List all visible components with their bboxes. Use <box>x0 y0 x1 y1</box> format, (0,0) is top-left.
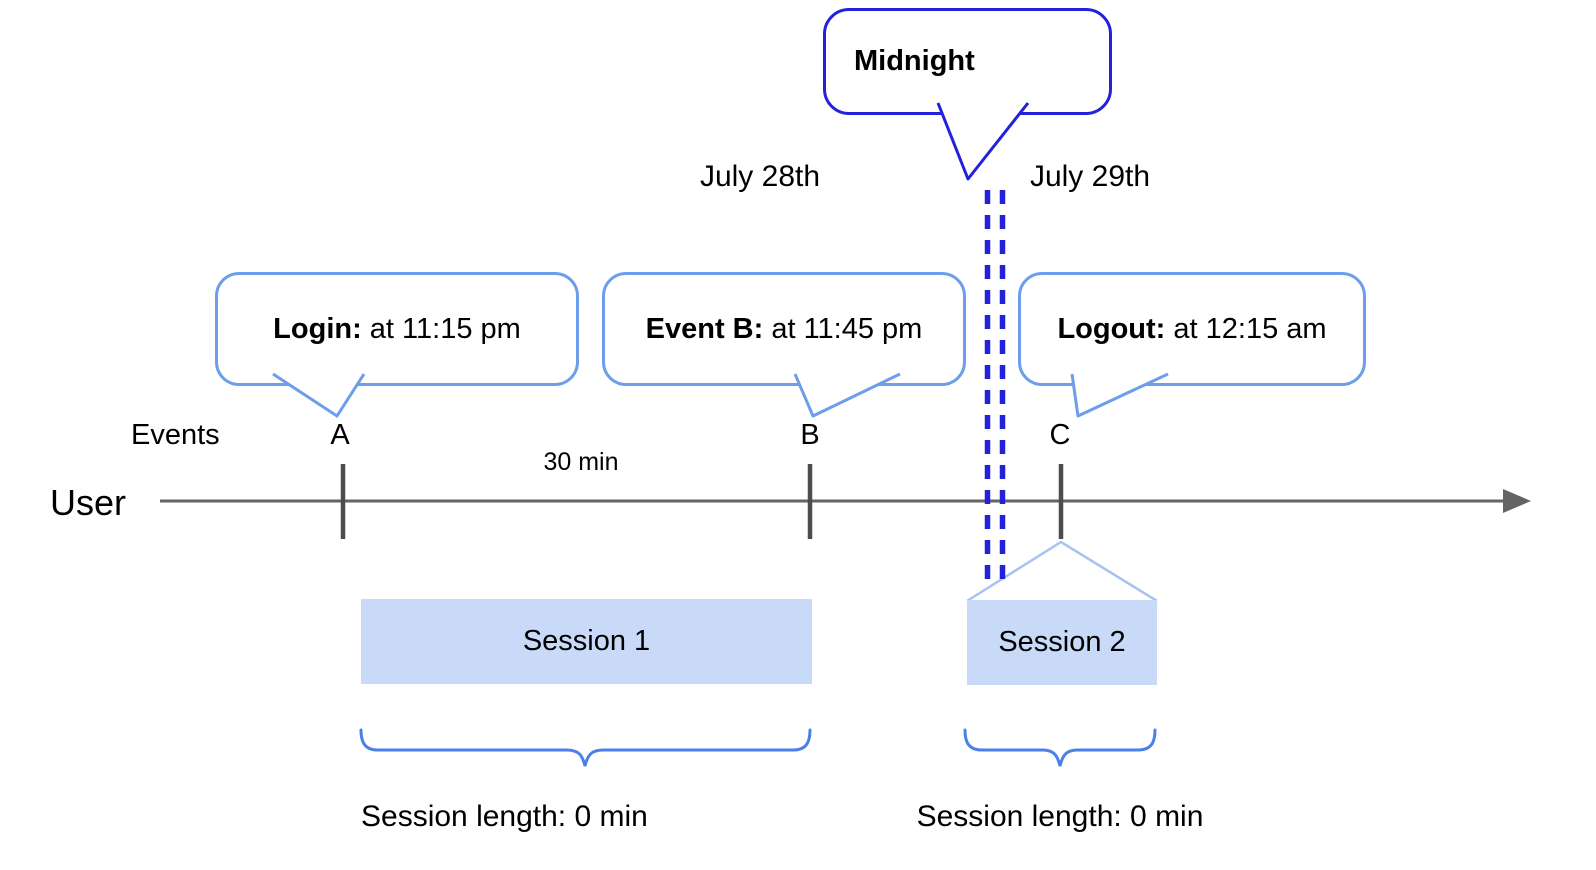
session-2-length-label: Session length: 0 min <box>916 800 1204 833</box>
date-label-july-28: July 28th <box>699 160 821 193</box>
session-2-box: Session 2 <box>967 600 1157 685</box>
login-callout-bold: Login: <box>273 312 362 345</box>
session-2-brace <box>963 728 1157 767</box>
event-marker-c: C <box>1049 419 1071 451</box>
user-label: User <box>50 482 127 523</box>
interval-label-30min: 30 min <box>543 448 619 476</box>
timeline-arrowhead <box>1503 489 1531 513</box>
event-marker-b: B <box>800 419 820 451</box>
session-2-expansion-lines <box>966 540 1158 603</box>
logout-callout-rest: at 12:15 am <box>1165 312 1327 345</box>
session-1-label: Session 1 <box>522 625 651 657</box>
login-callout-rest: at 11:15 pm <box>361 312 521 345</box>
logout-callout: Logout: at 12:15 am <box>1018 272 1366 386</box>
midnight-callout: Midnight <box>823 8 1112 115</box>
event-b-callout-text: Event B: at 11:45 pm <box>646 313 923 346</box>
events-axis-label: Events <box>131 419 220 451</box>
logout-callout-bold: Logout: <box>1057 312 1166 345</box>
midnight-callout-label: Midnight <box>854 45 975 77</box>
login-callout-text: Login: at 11:15 pm <box>273 313 521 346</box>
event-marker-a: A <box>330 419 350 451</box>
session-2-label: Session 2 <box>998 626 1126 658</box>
event-b-callout-bold: Event B: <box>645 312 764 345</box>
login-callout: Login: at 11:15 pm <box>215 272 579 386</box>
session-1-brace <box>359 728 812 767</box>
event-b-callout: Event B: at 11:45 pm <box>602 272 966 386</box>
logout-callout-text: Logout: at 12:15 am <box>1057 313 1326 346</box>
event-b-callout-rest: at 11:45 pm <box>763 312 923 345</box>
session-1-length-label: Session length: 0 min <box>361 800 648 833</box>
date-label-july-29: July 29th <box>1029 160 1151 193</box>
session-1-box: Session 1 <box>361 599 812 684</box>
